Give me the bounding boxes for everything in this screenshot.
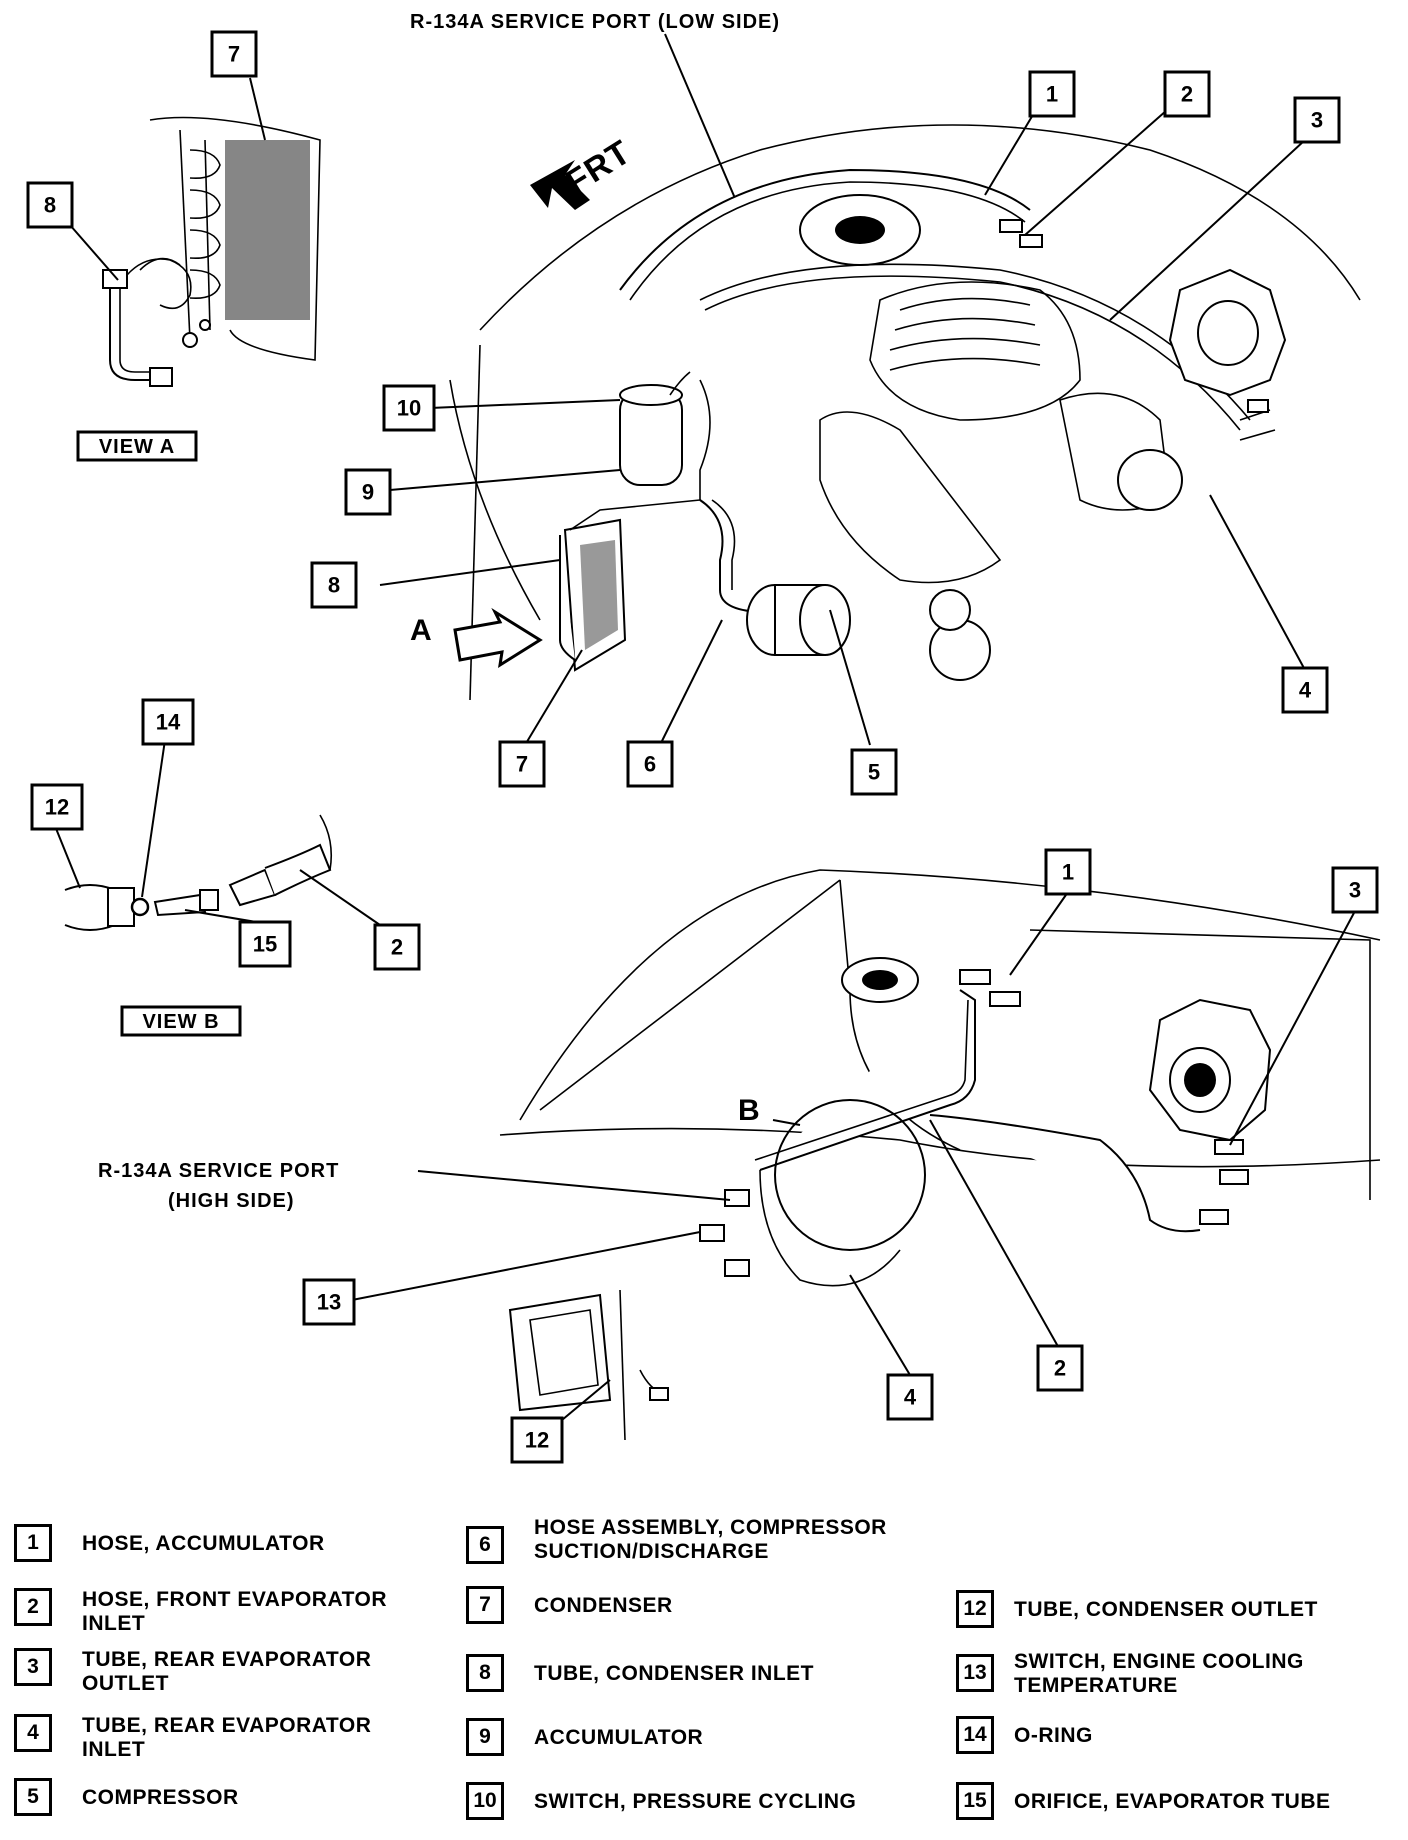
view-a-letter: A bbox=[410, 614, 433, 647]
svg-text:9: 9 bbox=[362, 480, 374, 505]
svg-text:6: 6 bbox=[644, 752, 656, 777]
legend-item-3: 3 TUBE, REAR EVAPORATOR OUTLET bbox=[14, 1648, 371, 1696]
svg-text:10: 10 bbox=[397, 396, 421, 421]
svg-text:14: 14 bbox=[156, 710, 181, 735]
svg-text:1: 1 bbox=[1062, 860, 1074, 885]
callout-view-b-2: 2 bbox=[373, 923, 421, 971]
callout-bottom-2: 2 bbox=[1036, 1344, 1084, 1392]
svg-text:7: 7 bbox=[228, 42, 240, 67]
view-a-arrow bbox=[453, 607, 543, 669]
svg-text:12: 12 bbox=[525, 1428, 549, 1453]
legend-item-1: 1 HOSE, ACCUMULATOR bbox=[14, 1524, 325, 1562]
legend-item-7: 7 CONDENSER bbox=[466, 1586, 673, 1624]
legend-item-5: 5 COMPRESSOR bbox=[14, 1778, 239, 1816]
legend-item-9: 9 ACCUMULATOR bbox=[466, 1718, 703, 1756]
low-side-port-leader bbox=[664, 33, 741, 211]
svg-text:4: 4 bbox=[904, 1385, 917, 1410]
callout-top-2: 2 bbox=[1163, 70, 1211, 118]
svg-text:VIEW A: VIEW A bbox=[99, 436, 175, 458]
svg-text:VIEW B: VIEW B bbox=[142, 1011, 219, 1033]
svg-text:8: 8 bbox=[44, 193, 56, 218]
high-side-port-label-line2: (HIGH SIDE) bbox=[168, 1190, 295, 1212]
callout-bottom-1: 1 bbox=[1044, 848, 1092, 896]
legend-item-12: 12 TUBE, CONDENSER OUTLET bbox=[956, 1590, 1318, 1628]
view-b-caption: VIEW B bbox=[120, 1005, 242, 1037]
svg-text:3: 3 bbox=[1349, 878, 1361, 903]
legend-item-2: 2 HOSE, FRONT EVAPORATOR INLET bbox=[14, 1588, 387, 1636]
legend-item-15: 15 ORIFICE, EVAPORATOR TUBE bbox=[956, 1782, 1331, 1820]
engine-compartment-top bbox=[449, 124, 1361, 701]
view-b-illustration bbox=[64, 814, 333, 931]
callout-bottom-4: 4 bbox=[886, 1373, 934, 1421]
callout-view-a-8: 8 bbox=[26, 181, 74, 229]
callout-top-3: 3 bbox=[1293, 96, 1341, 144]
legend-item-8: 8 TUBE, CONDENSER INLET bbox=[466, 1654, 814, 1692]
callout-bottom-3: 3 bbox=[1331, 866, 1379, 914]
svg-text:15: 15 bbox=[253, 932, 277, 957]
high-side-port-label-line1: R-134A SERVICE PORT bbox=[98, 1160, 339, 1182]
svg-text:13: 13 bbox=[317, 1290, 341, 1315]
callout-top-8: 8 bbox=[310, 561, 358, 609]
callout-bottom-12: 12 bbox=[510, 1416, 564, 1464]
view-b-letter: B bbox=[738, 1094, 761, 1127]
callout-view-b-14: 14 bbox=[141, 698, 195, 746]
callout-top-5: 5 bbox=[850, 748, 898, 796]
svg-text:4: 4 bbox=[1299, 678, 1312, 703]
callout-view-a-7: 7 bbox=[210, 30, 258, 78]
svg-text:7: 7 bbox=[516, 752, 528, 777]
callout-top-6: 6 bbox=[626, 740, 674, 788]
callout-view-b-15: 15 bbox=[238, 920, 292, 968]
callout-top-4: 4 bbox=[1281, 666, 1329, 714]
legend-item-14: 14 O-RING bbox=[956, 1716, 1093, 1754]
parts-legend: 1 HOSE, ACCUMULATOR 2 HOSE, FRONT EVAPOR… bbox=[0, 1486, 1408, 1840]
svg-text:5: 5 bbox=[868, 760, 880, 785]
svg-text:2: 2 bbox=[391, 935, 403, 960]
callout-top-1: 1 bbox=[1028, 70, 1076, 118]
callout-bottom-13: 13 bbox=[302, 1278, 356, 1326]
legend-item-6: 6 HOSE ASSEMBLY, COMPRESSOR SUCTION/DISC… bbox=[466, 1516, 887, 1564]
view-a-illustration bbox=[102, 116, 321, 387]
front-arrow: FRT bbox=[530, 133, 638, 210]
svg-text:1: 1 bbox=[1046, 82, 1058, 107]
svg-text:2: 2 bbox=[1054, 1356, 1066, 1381]
svg-text:2: 2 bbox=[1181, 82, 1193, 107]
callout-top-7: 7 bbox=[498, 740, 546, 788]
legend-item-10: 10 SWITCH, PRESSURE CYCLING bbox=[466, 1782, 856, 1820]
svg-text:8: 8 bbox=[328, 573, 340, 598]
ac-system-diagram: R-134A SERVICE PORT (LOW SIDE) 7 8 VIEW … bbox=[26, 11, 1381, 1464]
callout-top-9: 9 bbox=[344, 468, 392, 516]
view-a-caption: VIEW A bbox=[76, 430, 198, 462]
low-side-port-label: R-134A SERVICE PORT (LOW SIDE) bbox=[410, 11, 780, 33]
svg-text:3: 3 bbox=[1311, 108, 1323, 133]
callout-top-10: 10 bbox=[382, 384, 436, 432]
callout-view-b-12: 12 bbox=[30, 783, 84, 831]
engine-compartment-bottom bbox=[499, 869, 1381, 1441]
legend-item-13: 13 SWITCH, ENGINE COOLING TEMPERATURE bbox=[956, 1650, 1304, 1698]
legend-item-4: 4 TUBE, REAR EVAPORATOR INLET bbox=[14, 1714, 371, 1762]
svg-text:12: 12 bbox=[45, 795, 69, 820]
